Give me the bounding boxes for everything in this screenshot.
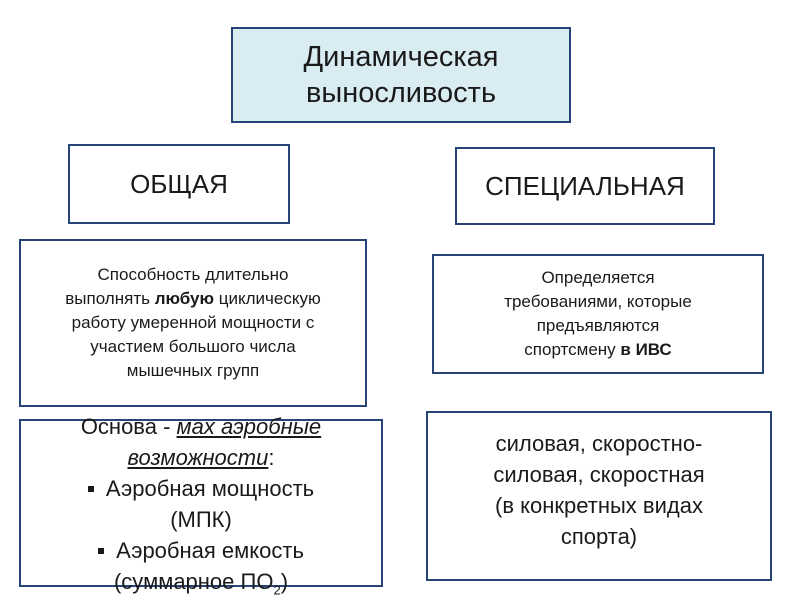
special-kinds-box: силовая, скоростно- силовая, скоростная … bbox=[426, 411, 772, 581]
general-desc-line-4: участием большого числа bbox=[90, 337, 296, 356]
special-kinds-line-2: силовая, скоростная bbox=[493, 462, 705, 487]
title-line-2: выносливость bbox=[305, 77, 497, 109]
special-desc-line-4: спортсмену в ИВС bbox=[524, 338, 671, 362]
special-desc-bold-ivs: в ИВС bbox=[620, 340, 672, 359]
basis-item-1-line-2: (МПК) bbox=[170, 507, 232, 532]
bullet-icon bbox=[98, 548, 105, 554]
basis-item-2-text: Аэробная емкость bbox=[116, 538, 304, 563]
basis-item-aerobic-power: Аэробная мощность bbox=[87, 473, 315, 504]
general-description-box: Способность длительно выполнять любую ци… bbox=[19, 239, 367, 407]
special-desc-line-1: Определяется bbox=[541, 268, 655, 287]
general-basis-box: Основа - мах аэробные возможности: Аэроб… bbox=[19, 414, 383, 597]
general-desc-line-2: выполнять любую циклическую bbox=[65, 287, 320, 311]
special-endurance-box: СПЕЦИАЛЬНАЯ bbox=[455, 147, 715, 225]
bullet-icon bbox=[87, 486, 94, 492]
special-label: СПЕЦИАЛЬНАЯ bbox=[485, 170, 685, 201]
special-kinds-line-1: силовая, скоростно- bbox=[495, 431, 703, 456]
special-description-box: Определяется требованиями, которые предъ… bbox=[432, 254, 764, 374]
basis-emphasis-1: мах аэробные bbox=[176, 414, 322, 439]
special-desc-line-2: требованиями, которые bbox=[504, 292, 692, 311]
basis-item-aerobic-capacity: Аэробная емкость bbox=[98, 535, 304, 566]
basis-item-2-subscript: 2 bbox=[273, 582, 281, 598]
general-label: ОБЩАЯ bbox=[130, 168, 228, 199]
basis-item-2-line-2: (суммарное ПО2) bbox=[114, 566, 288, 605]
general-endurance-box: ОБЩАЯ bbox=[68, 144, 290, 224]
general-desc-line-2-post: циклическую bbox=[214, 289, 321, 308]
special-kinds-line-4: спорта) bbox=[560, 524, 638, 549]
basis-heading-line-1: Основа - мах аэробные bbox=[81, 411, 321, 442]
general-desc-line-3: работу умеренной мощности с bbox=[71, 313, 315, 332]
basis-emphasis-2: возможности bbox=[127, 445, 269, 470]
general-desc-bold-word: любую bbox=[154, 289, 215, 308]
special-desc-line-3: предъявляются bbox=[536, 316, 660, 335]
title-box: Динамическая выносливость bbox=[231, 27, 571, 123]
general-desc-line-5: мышечных групп bbox=[126, 361, 260, 380]
basis-heading-line-2: возможности: bbox=[128, 442, 275, 473]
special-desc-line-4-pre: спортсмену bbox=[524, 340, 621, 359]
general-desc-line-1: Способность длительно bbox=[97, 265, 289, 284]
general-desc-line-2-pre: выполнять bbox=[65, 289, 155, 308]
basis-item-2-pre: (суммарное ПО bbox=[113, 569, 274, 594]
basis-item-2-post: ) bbox=[280, 569, 289, 594]
title-line-1: Динамическая bbox=[303, 41, 499, 73]
basis-colon: : bbox=[268, 445, 275, 470]
basis-prefix: Основа - bbox=[80, 414, 177, 439]
special-kinds-line-3: (в конкретных видах bbox=[495, 493, 703, 518]
basis-item-1-text: Аэробная мощность bbox=[105, 476, 315, 501]
